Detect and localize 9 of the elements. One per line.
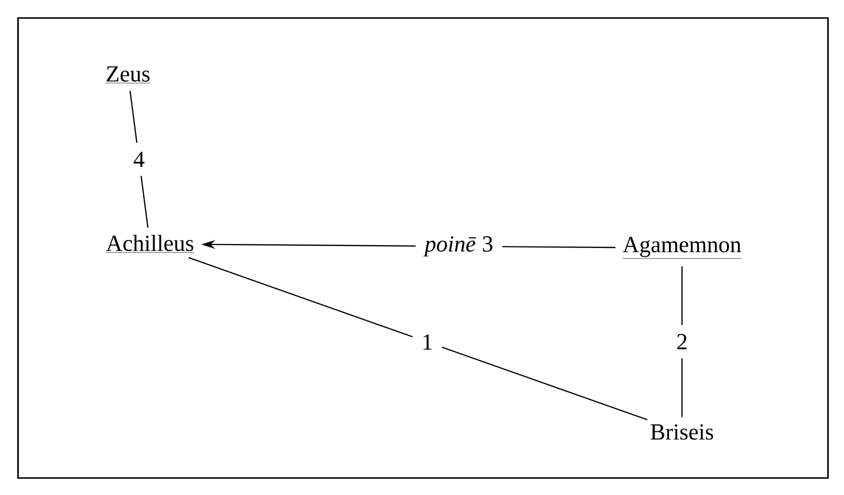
edge-label: 1 — [412, 325, 442, 359]
name-label: Briseis — [650, 424, 714, 440]
name-label: Achilleus — [106, 234, 194, 253]
name-label: Agamemnon — [622, 236, 742, 259]
edge-label: 2 — [667, 325, 697, 358]
connector — [188, 257, 648, 420]
name-label: Zeus — [105, 66, 151, 84]
edge-label: poinē 3 — [416, 227, 502, 266]
edge-label: 4 — [124, 142, 154, 176]
